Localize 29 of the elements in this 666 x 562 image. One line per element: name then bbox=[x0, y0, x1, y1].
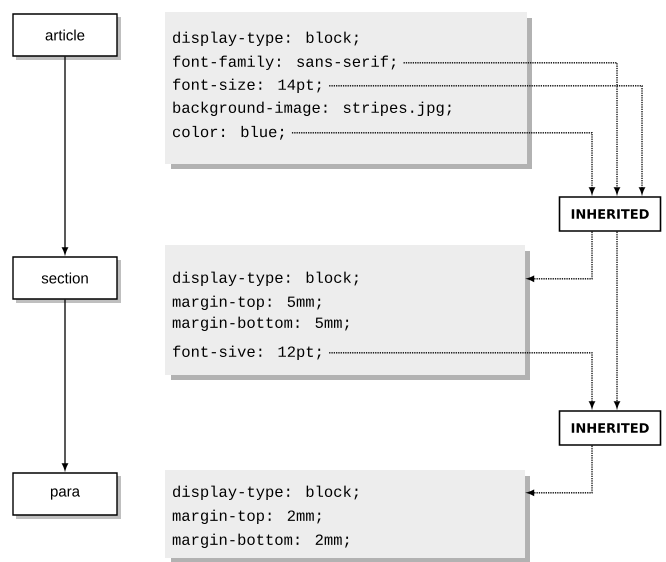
code-line: font-size: 14pt; bbox=[173, 78, 321, 94]
code-line: margin-top: 2mm; bbox=[172, 510, 321, 524]
element-box: para bbox=[12, 472, 121, 519]
code-line: margin-bottom: 5mm; bbox=[172, 316, 348, 332]
code-line: font-family: sans-serif; bbox=[173, 56, 395, 70]
code-panel bbox=[165, 245, 530, 380]
code-panel bbox=[165, 12, 532, 169]
code-line: color: blue; bbox=[173, 126, 284, 140]
arrow bbox=[329, 352, 595, 408]
arrow bbox=[62, 56, 68, 254]
code-panel bbox=[165, 470, 530, 562]
arrow bbox=[404, 62, 620, 194]
label-box: INHERITED bbox=[558, 410, 662, 446]
arrow bbox=[614, 232, 620, 408]
arrow bbox=[329, 85, 645, 194]
arrow bbox=[527, 232, 593, 282]
label-box: INHERITED bbox=[558, 196, 662, 232]
code-line: font-sive: 12pt; bbox=[173, 346, 321, 360]
code-line: margin-top: 5mm; bbox=[172, 296, 321, 310]
arrow bbox=[62, 300, 68, 470]
arrow bbox=[292, 132, 595, 194]
code-line: display-type: block; bbox=[173, 32, 358, 46]
code-line: background-image: stripes.jpg; bbox=[173, 102, 451, 116]
code-line: display-type: block; bbox=[173, 272, 358, 286]
arrow bbox=[527, 446, 593, 496]
element-box: section bbox=[12, 256, 121, 303]
code-line: margin-bottom: 2mm; bbox=[172, 534, 348, 548]
code-line: display-type: block; bbox=[173, 486, 358, 500]
element-box: article bbox=[12, 13, 121, 60]
